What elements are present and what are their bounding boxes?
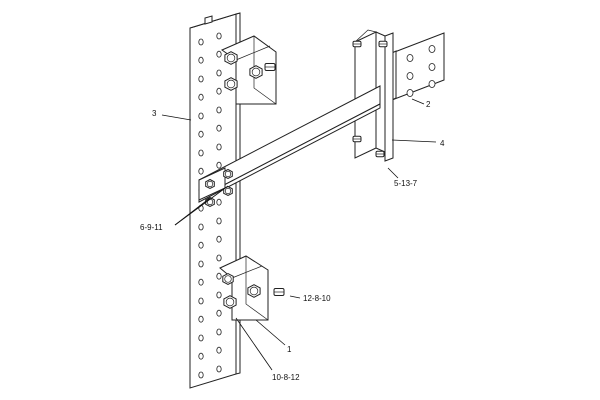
bolt-icon xyxy=(223,295,237,309)
channel-hole xyxy=(198,371,204,379)
channel-hole xyxy=(216,291,222,299)
bolt-icon xyxy=(223,168,233,180)
channel-hole xyxy=(216,254,222,262)
channel-hole xyxy=(216,87,222,95)
bolt-icon xyxy=(222,273,234,285)
fasteners xyxy=(205,40,388,309)
vertical-channel xyxy=(189,12,241,389)
plate-hole xyxy=(406,54,414,62)
label-2: 2 xyxy=(426,100,431,109)
channel-hole xyxy=(198,315,204,323)
channel-hole xyxy=(216,69,222,77)
right-plate xyxy=(391,32,445,101)
nut-icon xyxy=(264,63,276,71)
channel-hole xyxy=(198,112,204,120)
channel-hole xyxy=(216,272,222,280)
label-5-13-7: 5-13-7 xyxy=(394,179,418,188)
channel-hole xyxy=(216,365,222,373)
channel-hole xyxy=(216,328,222,336)
bolt-icon xyxy=(224,77,238,91)
channel-hole xyxy=(216,217,222,225)
channel-hole xyxy=(198,38,204,46)
label-10-8-12: 10-8-12 xyxy=(272,373,300,382)
channel-hole xyxy=(198,75,204,83)
channel-hole xyxy=(216,198,222,206)
top-bracket xyxy=(220,35,277,105)
channel-hole xyxy=(198,260,204,268)
label-3: 3 xyxy=(152,109,157,118)
nut-icon xyxy=(352,40,362,48)
channel-hole xyxy=(216,309,222,317)
channel-hole xyxy=(198,352,204,360)
label-1: 1 xyxy=(287,345,292,354)
nut-icon xyxy=(378,40,388,48)
callout-labels: 3 2 4 5-13-7 6-9-11 12-8-10 1 10-8-12 xyxy=(140,100,445,382)
channel-hole xyxy=(216,32,222,40)
channel-hole xyxy=(216,346,222,354)
label-12-8-10: 12-8-10 xyxy=(303,294,331,303)
plate-hole xyxy=(428,80,436,88)
channel-hole xyxy=(216,50,222,58)
channel-hole xyxy=(198,278,204,286)
channel-hole xyxy=(198,223,204,231)
bolt-icon xyxy=(205,178,215,190)
label-4: 4 xyxy=(440,139,445,148)
plate-hole xyxy=(406,89,414,97)
channel-holes xyxy=(198,32,222,379)
channel-hole xyxy=(216,235,222,243)
nut-icon xyxy=(352,135,362,143)
channel-hole xyxy=(198,93,204,101)
label-6-9-11: 6-9-11 xyxy=(140,223,163,232)
channel-hole xyxy=(198,149,204,157)
plate-hole xyxy=(406,72,414,80)
plate-hole xyxy=(428,63,436,71)
channel-hole xyxy=(216,106,222,114)
leader-lines xyxy=(161,98,437,371)
channel-hole xyxy=(198,130,204,138)
plate-hole xyxy=(428,45,436,53)
nut-icon xyxy=(273,288,285,296)
channel-hole xyxy=(198,56,204,64)
channel-hole xyxy=(198,167,204,175)
bolt-icon xyxy=(224,51,238,65)
channel-hole xyxy=(198,297,204,305)
nut-icon xyxy=(375,150,385,158)
channel-hole xyxy=(216,161,222,169)
channel-hole xyxy=(216,143,222,151)
plate-holes xyxy=(406,45,436,97)
channel-hole xyxy=(198,241,204,249)
bolt-icon xyxy=(247,284,261,298)
channel-hole xyxy=(216,124,222,132)
bolt-icon xyxy=(249,65,263,79)
channel-hole xyxy=(198,334,204,342)
